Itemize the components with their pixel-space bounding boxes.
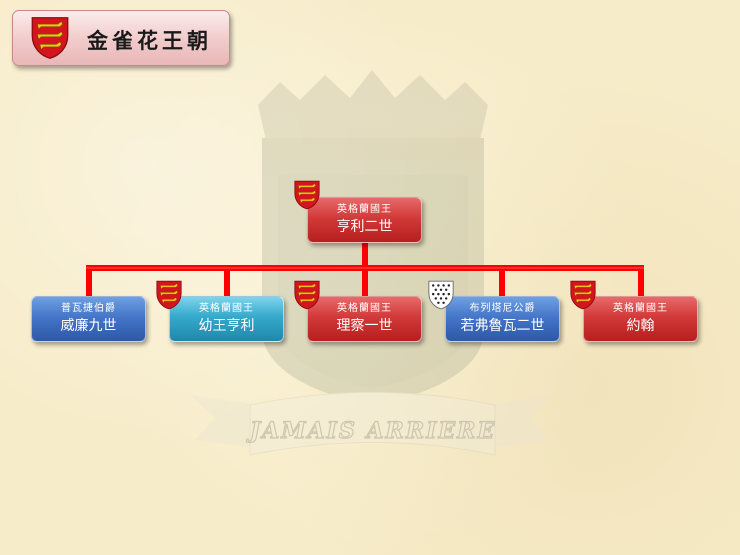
node-subtitle: 英格蘭國王 <box>337 303 392 314</box>
node-child-4: 布列塔尼公爵 若弗魯瓦二世 <box>445 296 560 342</box>
node-name: 約翰 <box>626 318 655 334</box>
node-subtitle: 英格蘭國王 <box>613 303 668 314</box>
node-name: 威廉九世 <box>60 318 117 334</box>
node-subtitle: 英格蘭國王 <box>199 303 254 314</box>
node-name: 理察一世 <box>336 318 393 334</box>
england-arms-icon <box>570 280 596 310</box>
motto-text: JAMAIS ARRIERE <box>246 418 497 444</box>
page-title: 金雀花王朝 <box>87 28 212 53</box>
title-box: 金雀花王朝 <box>12 10 230 66</box>
node-child-5: 英格蘭國王 約翰 <box>583 296 698 342</box>
node-child-3: 英格蘭國王 理察一世 <box>307 296 422 342</box>
england-arms-icon <box>294 180 320 210</box>
node-subtitle: 布列塔尼公爵 <box>469 303 536 314</box>
node-child-2: 英格蘭國王 幼王亨利 <box>169 296 284 342</box>
node-child-1: 普瓦捷伯爵 威廉九世 <box>31 296 146 342</box>
node-name: 亨利二世 <box>336 219 393 235</box>
node-name: 若弗魯瓦二世 <box>460 318 545 334</box>
node-name: 幼王亨利 <box>198 318 255 334</box>
england-arms-icon <box>156 280 182 310</box>
ermine-shield-icon <box>428 280 454 310</box>
england-arms-icon <box>294 280 320 310</box>
node-root: 英格蘭國王 亨利二世 <box>307 197 422 243</box>
node-subtitle: 普瓦捷伯爵 <box>61 303 116 314</box>
node-subtitle: 英格蘭國王 <box>337 204 392 215</box>
